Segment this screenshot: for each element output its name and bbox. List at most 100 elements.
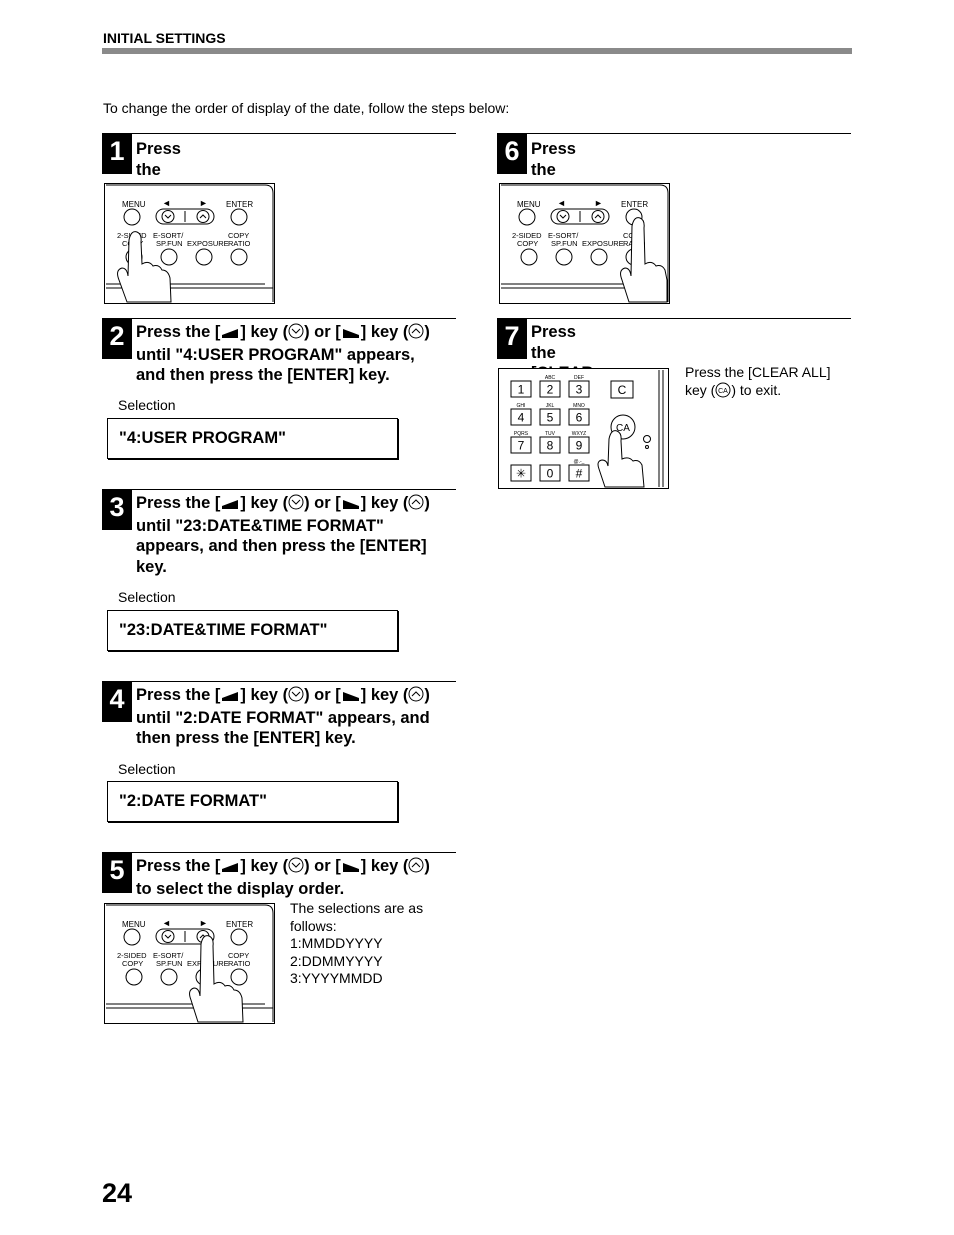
keypad-key-label: 3 bbox=[576, 383, 583, 397]
instruction-line-1: Press the [] key () or [] key () bbox=[136, 322, 458, 345]
keypad-key-sublabel: MNO bbox=[573, 403, 585, 409]
menu-label: MENU bbox=[122, 920, 146, 929]
clear-all-note: Press the [CLEAR ALL] key (CA) to exit. bbox=[685, 364, 831, 402]
up-key-icon bbox=[408, 323, 424, 345]
display-box: "4:USER PROGRAM" bbox=[107, 418, 398, 459]
page-number: 24 bbox=[102, 1178, 133, 1208]
hand-icon bbox=[620, 217, 668, 303]
panel-svg: MENU ◄ ► ENTER 2-SIDED COPY E-SORT/ SP.F… bbox=[106, 904, 274, 1023]
text-run: ) bbox=[424, 494, 430, 512]
spfun-label: SP.FUN bbox=[156, 959, 183, 968]
left-arrow-label: ◄ bbox=[162, 918, 171, 928]
instruction-line-1: Press the [] key () or [] key () bbox=[136, 856, 458, 879]
two-sided-label: 2-SIDED bbox=[117, 951, 147, 960]
text-run: ] key ( bbox=[240, 857, 289, 875]
keypad-key-label: 2 bbox=[547, 383, 554, 397]
instruction-line-3: and then press the [ENTER] key. bbox=[136, 366, 390, 384]
note-line: Press the [CLEAR ALL] bbox=[685, 364, 831, 380]
keypad-key-label: ✳ bbox=[516, 467, 526, 481]
right-key-icon bbox=[341, 687, 361, 708]
copy-label: COPY bbox=[122, 959, 143, 968]
down-key-icon bbox=[288, 323, 304, 345]
instruction-line-1: Press the [] key () or [] key () bbox=[136, 685, 458, 708]
keypad-key-sublabel: WXYZ bbox=[572, 431, 586, 437]
exposure-label: EXPOSURE bbox=[582, 239, 624, 248]
keypad-key-label: 7 bbox=[518, 439, 525, 453]
step-instruction: Press the [] key () or [] key () to sele… bbox=[136, 856, 458, 899]
keypad-key-sublabel: TUV bbox=[545, 431, 556, 437]
down-key-icon bbox=[288, 494, 304, 516]
copy-label: COPY bbox=[517, 239, 538, 248]
step-rule bbox=[102, 133, 456, 134]
keypad-key-label: 5 bbox=[547, 411, 554, 425]
step-rule bbox=[102, 681, 456, 682]
keypad-key-label: 1 bbox=[518, 383, 525, 397]
esort-label: E-SORT/ bbox=[153, 231, 184, 240]
indicator-icon bbox=[643, 435, 651, 443]
clear-all-key-icon: CA bbox=[715, 382, 731, 403]
text-run: ] key ( bbox=[240, 494, 289, 512]
clear-all-key-icon bbox=[610, 414, 636, 440]
text-run: ] key ( bbox=[360, 494, 409, 512]
keypad-key bbox=[510, 380, 532, 398]
right-key-icon bbox=[341, 324, 361, 345]
down-key-icon bbox=[288, 857, 304, 879]
enter-label: ENTER bbox=[226, 200, 253, 209]
keypad-key bbox=[568, 408, 590, 426]
arrow-keys-icon bbox=[550, 208, 610, 225]
step-instruction: Press the [] key () or [] key () until "… bbox=[136, 493, 458, 577]
keypad-key bbox=[510, 436, 532, 454]
keypad-key bbox=[539, 464, 561, 482]
right-arrow-label: ► bbox=[199, 198, 208, 208]
text-run: Press the [ bbox=[136, 494, 221, 512]
note-line: follows: bbox=[290, 917, 337, 934]
instruction-line-2: to select the display order. bbox=[136, 879, 345, 898]
right-key-icon bbox=[341, 495, 361, 516]
text-run: ] key ( bbox=[240, 686, 289, 704]
enter-key-icon bbox=[230, 208, 248, 226]
esort-label: E-SORT/ bbox=[548, 231, 579, 240]
option-ddmmyyyy: 2:DDMMYYYY bbox=[290, 952, 383, 969]
keypad-key-label: 9 bbox=[576, 439, 583, 453]
note-line: The selections are as bbox=[290, 900, 424, 916]
text-run: ) bbox=[424, 323, 430, 341]
keypad-key-sublabel: ABC bbox=[545, 375, 556, 381]
hand-icon bbox=[117, 231, 172, 303]
text-run: ] key ( bbox=[360, 686, 409, 704]
enter-label: ENTER bbox=[621, 200, 648, 209]
text-run: Press the [ bbox=[136, 686, 221, 704]
copy-ratio-label: COPY bbox=[228, 231, 249, 240]
left-arrow-label: ◄ bbox=[557, 198, 566, 208]
instruction-line-1: Press the [ ] key ( ) or [ ] key () bbox=[136, 493, 458, 516]
keypad-key bbox=[568, 436, 590, 454]
instruction-line-3: appears, and then press the [ENTER] bbox=[136, 537, 427, 555]
menu-label: MENU bbox=[517, 200, 541, 209]
text-run: ) or [ bbox=[304, 494, 341, 512]
option-mmddyyyy: 1:MMDDYYYY bbox=[290, 935, 383, 951]
up-key-icon bbox=[408, 494, 424, 516]
step-instruction: Press the [] key () or [] key () until "… bbox=[136, 685, 458, 749]
copy-ratio-label: COPY bbox=[228, 951, 249, 960]
instruction-line-4: key. bbox=[136, 557, 167, 576]
right-arrow-label: ► bbox=[594, 198, 603, 208]
arrow-keys-icon bbox=[155, 208, 215, 225]
step-number: 2 bbox=[102, 318, 132, 359]
clear-all-key-label: CA bbox=[616, 423, 630, 434]
ca-label: CA bbox=[718, 388, 728, 395]
two-sided-label: 2-SIDED bbox=[512, 231, 542, 240]
down-key-icon bbox=[288, 686, 304, 708]
step-rule bbox=[497, 133, 851, 134]
hand-icon bbox=[597, 430, 645, 488]
keypad-key-sublabel: DEF bbox=[574, 375, 584, 381]
display-box: "2:DATE FORMAT" bbox=[107, 781, 398, 822]
left-key-icon bbox=[220, 687, 240, 708]
step-number: 5 bbox=[102, 852, 132, 893]
enter-label: ENTER bbox=[226, 920, 253, 929]
right-arrow-label: ► bbox=[199, 918, 208, 928]
keypad-key-sublabel: JKL bbox=[546, 403, 555, 409]
selection-label: Selection bbox=[118, 761, 176, 777]
esort-label: E-SORT/ bbox=[153, 951, 184, 960]
arrow-keys-icon bbox=[155, 928, 215, 945]
step-number: 7 bbox=[497, 318, 527, 359]
step-number: 6 bbox=[497, 133, 527, 174]
